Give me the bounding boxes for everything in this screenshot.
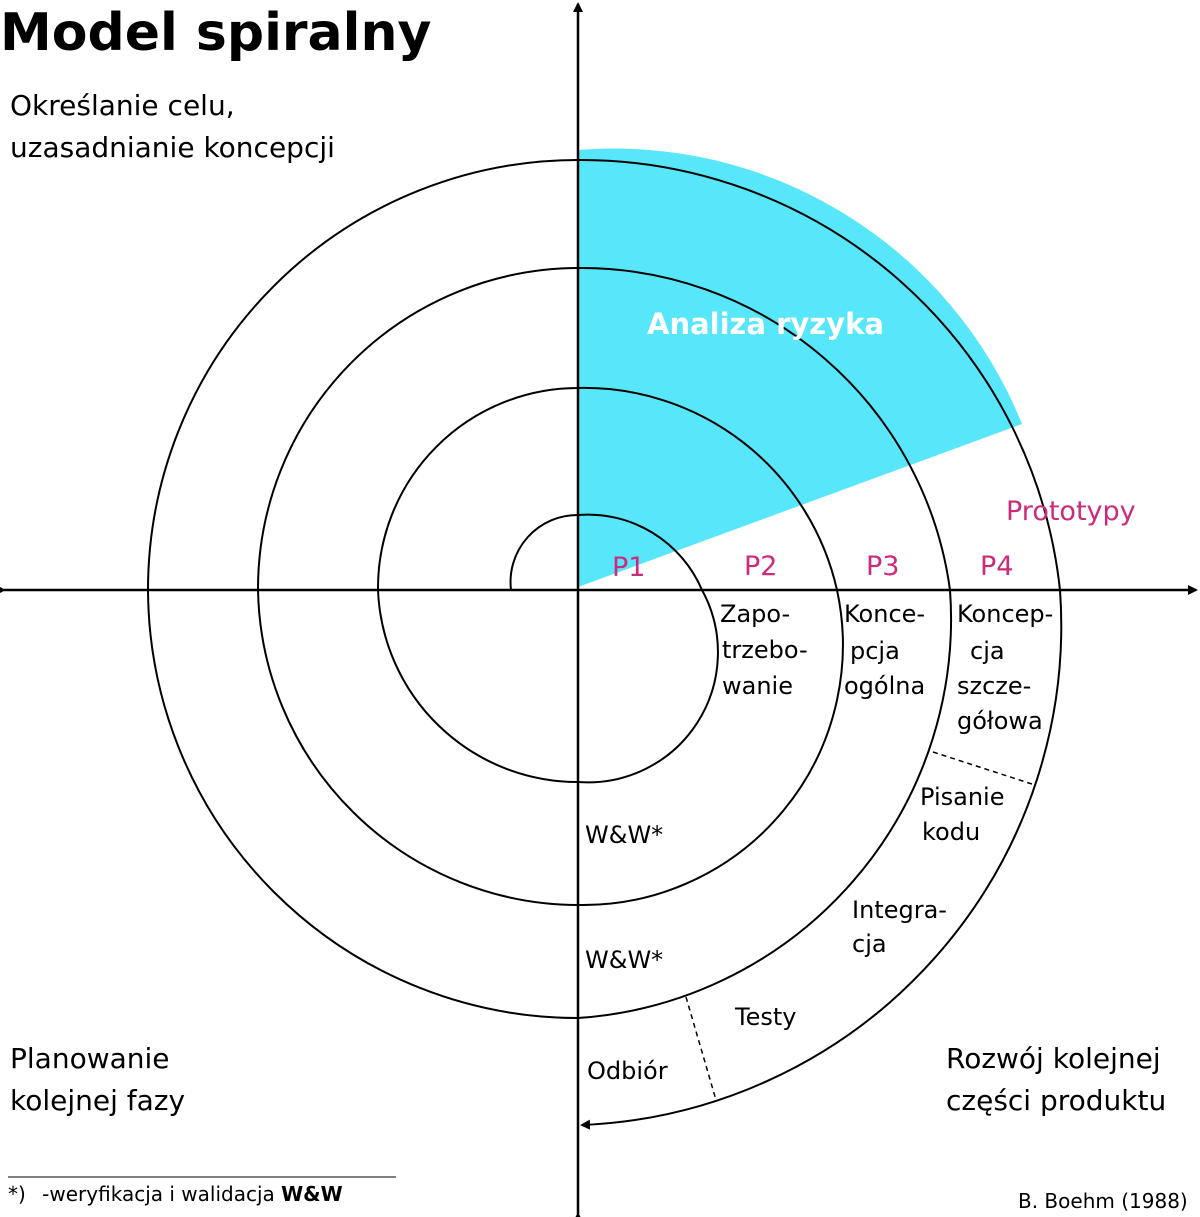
- credit-label: B. Boehm (1988): [1018, 1189, 1188, 1213]
- prototype-p3: P3: [866, 551, 899, 582]
- risk-analysis-label: Analiza ryzyka: [647, 307, 884, 341]
- integration-label: Integra- cja: [852, 896, 955, 958]
- quadrant-goal-label: Określanie celu, uzasadnianie koncepcji: [10, 89, 335, 164]
- requirements-label: Zapo- trzebo- wanie: [720, 600, 815, 700]
- quadrant-development-label: Rozwój kolejnej części produktu: [946, 1042, 1170, 1117]
- detailed-concept-label: Koncep- cja szcze- gółowa: [957, 600, 1061, 735]
- coding-label: Pisanie kodu: [920, 783, 1012, 846]
- prototype-p4: P4: [980, 551, 1013, 582]
- prototype-p2: P2: [744, 551, 777, 582]
- prototype-p1: P1: [612, 552, 645, 583]
- vv-label-1: W&W*: [585, 821, 663, 849]
- quadrant-planning-label: Planowanie kolejnej fazy: [10, 1042, 185, 1117]
- tests-separator: [685, 996, 717, 1101]
- vv-label-2: W&W*: [585, 946, 663, 974]
- risk-analysis-sector: [578, 148, 1022, 587]
- page-title: Model spiralny: [0, 3, 431, 63]
- acceptance-label: Odbiór: [587, 1057, 668, 1085]
- footnote: *) -weryfikacja i walidacja W&W: [8, 1182, 343, 1206]
- coding-separator: [932, 751, 1036, 786]
- prototypes-label: Prototypy: [1006, 496, 1136, 527]
- general-concept-label: Konce- pcja ogólna: [844, 600, 933, 700]
- tests-label: Testy: [734, 1003, 796, 1031]
